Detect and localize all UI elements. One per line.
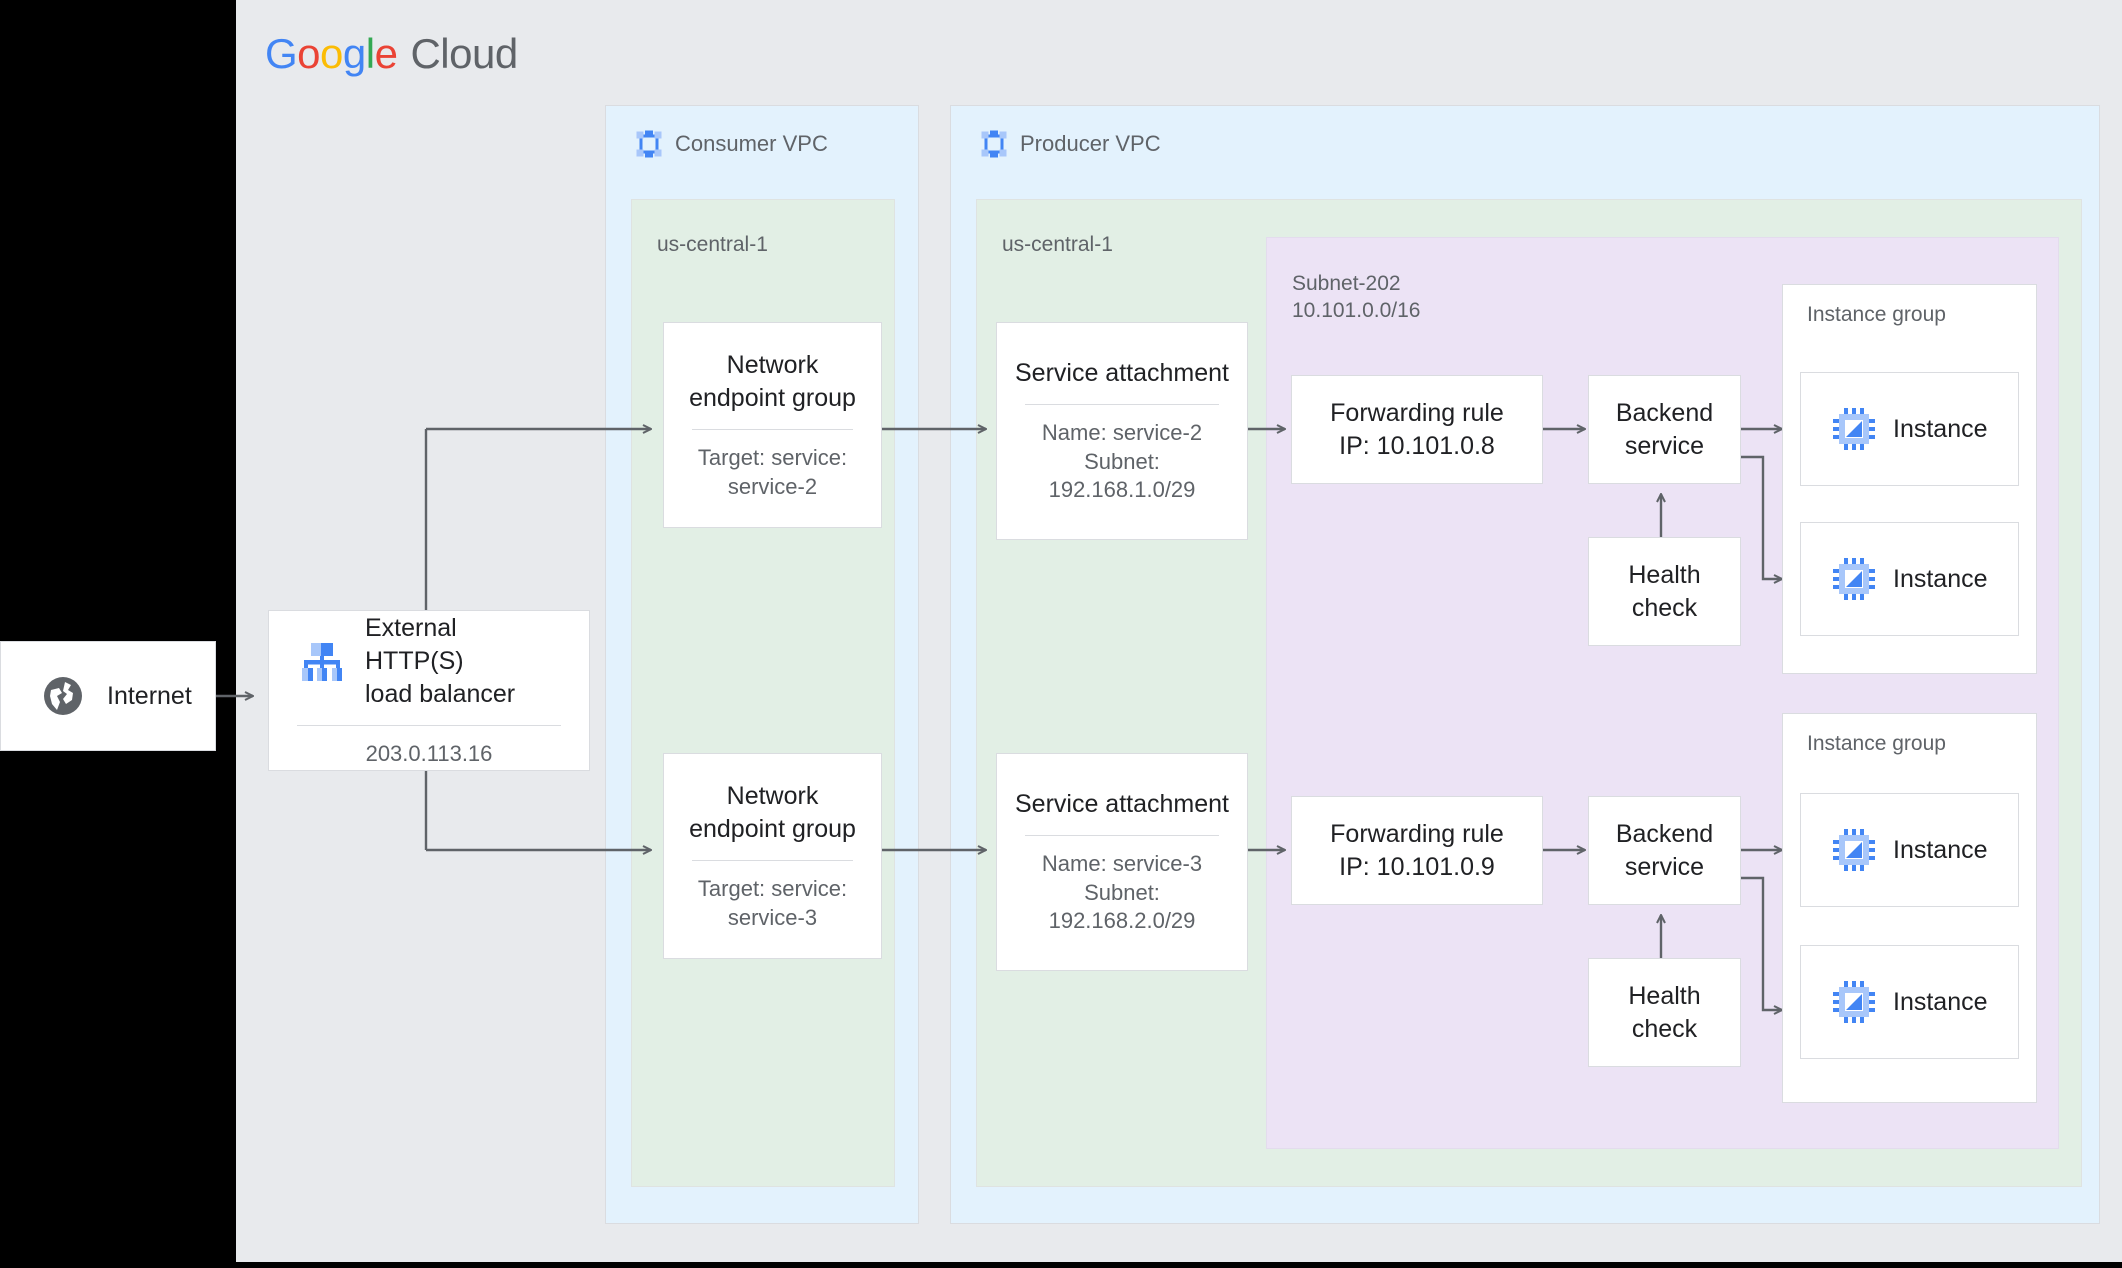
backend-service-title: Backend service	[1615, 398, 1714, 460]
internet-label: Internet	[107, 681, 192, 710]
service-attachment-detail: Name: service-2 Subnet: 192.168.1.0/29	[1041, 420, 1203, 503]
instance-chip-icon	[1833, 981, 1875, 1023]
instance-label: Instance	[1893, 835, 1988, 864]
instance-chip-icon	[1833, 829, 1875, 871]
load-balancer-icon	[299, 639, 345, 685]
vpc-icon	[979, 129, 1009, 159]
logo-letter-o1: o	[297, 30, 321, 77]
logo-letter-l: l	[365, 30, 375, 77]
load-balancer-title: External HTTP(S) load balancer	[365, 614, 516, 709]
neg-target: Target: service: service-3	[697, 875, 848, 930]
consumer-vpc-label: Consumer VPC	[675, 131, 828, 156]
vpc-icon	[634, 129, 664, 159]
service-attachment-card-1[interactable]: Service attachment Name: service-2 Subne…	[996, 322, 1248, 540]
backend-service-card-1[interactable]: Backend service	[1588, 375, 1741, 484]
instance-label: Instance	[1893, 987, 1988, 1016]
instance-group-label: Instance group	[1807, 732, 1946, 755]
divider	[692, 428, 853, 430]
bottom-black-margin	[0, 1262, 2122, 1268]
subnet-name-label: Subnet-202	[1292, 272, 1401, 295]
producer-vpc-header: Producer VPC	[979, 129, 1161, 159]
subnet-cidr-label: 10.101.0.0/16	[1292, 299, 1421, 322]
health-check-title: Health check	[1628, 560, 1701, 622]
left-black-margin	[0, 0, 236, 1268]
divider	[1025, 835, 1219, 837]
divider	[297, 725, 561, 727]
forwarding-rule-card-2[interactable]: Forwarding rule IP: 10.101.0.9	[1291, 796, 1543, 905]
instance-label: Instance	[1893, 414, 1988, 443]
forwarding-rule-title: Forwarding rule IP: 10.101.0.8	[1330, 398, 1504, 460]
instance-card-2-2[interactable]: Instance	[1800, 945, 2019, 1059]
consumer-region-label: us-central-1	[657, 233, 768, 256]
neg-title: Network endpoint group	[689, 781, 856, 843]
producer-region-label: us-central-1	[1002, 233, 1113, 256]
backend-service-title: Backend service	[1615, 819, 1714, 881]
divider	[692, 859, 853, 861]
neg-title: Network endpoint group	[689, 350, 856, 412]
health-check-card-1[interactable]: Health check	[1588, 537, 1741, 646]
service-attachment-title: Service attachment	[1015, 790, 1229, 819]
logo-word-cloud: Cloud	[410, 30, 518, 77]
network-endpoint-group-card-2[interactable]: Network endpoint group Target: service: …	[663, 753, 882, 959]
service-attachment-detail: Name: service-3 Subnet: 192.168.2.0/29	[1041, 851, 1203, 934]
backend-service-card-2[interactable]: Backend service	[1588, 796, 1741, 905]
producer-vpc-label: Producer VPC	[1020, 131, 1161, 156]
health-check-card-2[interactable]: Health check	[1588, 958, 1741, 1067]
load-balancer-card[interactable]: External HTTP(S) load balancer 203.0.113…	[268, 610, 590, 771]
service-attachment-card-2[interactable]: Service attachment Name: service-3 Subne…	[996, 753, 1248, 971]
instance-label: Instance	[1893, 564, 1988, 593]
network-endpoint-group-card-1[interactable]: Network endpoint group Target: service: …	[663, 322, 882, 528]
instance-chip-icon	[1833, 408, 1875, 450]
consumer-vpc-header: Consumer VPC	[634, 129, 828, 159]
instance-group-label: Instance group	[1807, 303, 1946, 326]
google-cloud-logo: Google Cloud	[265, 30, 518, 78]
load-balancer-ip: 203.0.113.16	[365, 741, 493, 767]
instance-card-1-2[interactable]: Instance	[1800, 522, 2019, 636]
instance-chip-icon	[1833, 558, 1875, 600]
instance-card-1-1[interactable]: Instance	[1800, 372, 2019, 486]
divider	[1025, 404, 1219, 406]
service-attachment-title: Service attachment	[1015, 359, 1229, 388]
globe-icon	[41, 674, 85, 718]
health-check-title: Health check	[1628, 981, 1701, 1043]
internet-card[interactable]: Internet	[0, 641, 216, 751]
logo-letter-g: G	[265, 30, 298, 77]
forwarding-rule-title: Forwarding rule IP: 10.101.0.9	[1330, 819, 1504, 881]
forwarding-rule-card-1[interactable]: Forwarding rule IP: 10.101.0.8	[1291, 375, 1543, 484]
instance-card-2-1[interactable]: Instance	[1800, 793, 2019, 907]
logo-letter-e: e	[374, 30, 398, 77]
neg-target: Target: service: service-2	[697, 444, 848, 499]
logo-letter-g2: g	[342, 30, 366, 77]
logo-letter-o2: o	[320, 30, 343, 77]
